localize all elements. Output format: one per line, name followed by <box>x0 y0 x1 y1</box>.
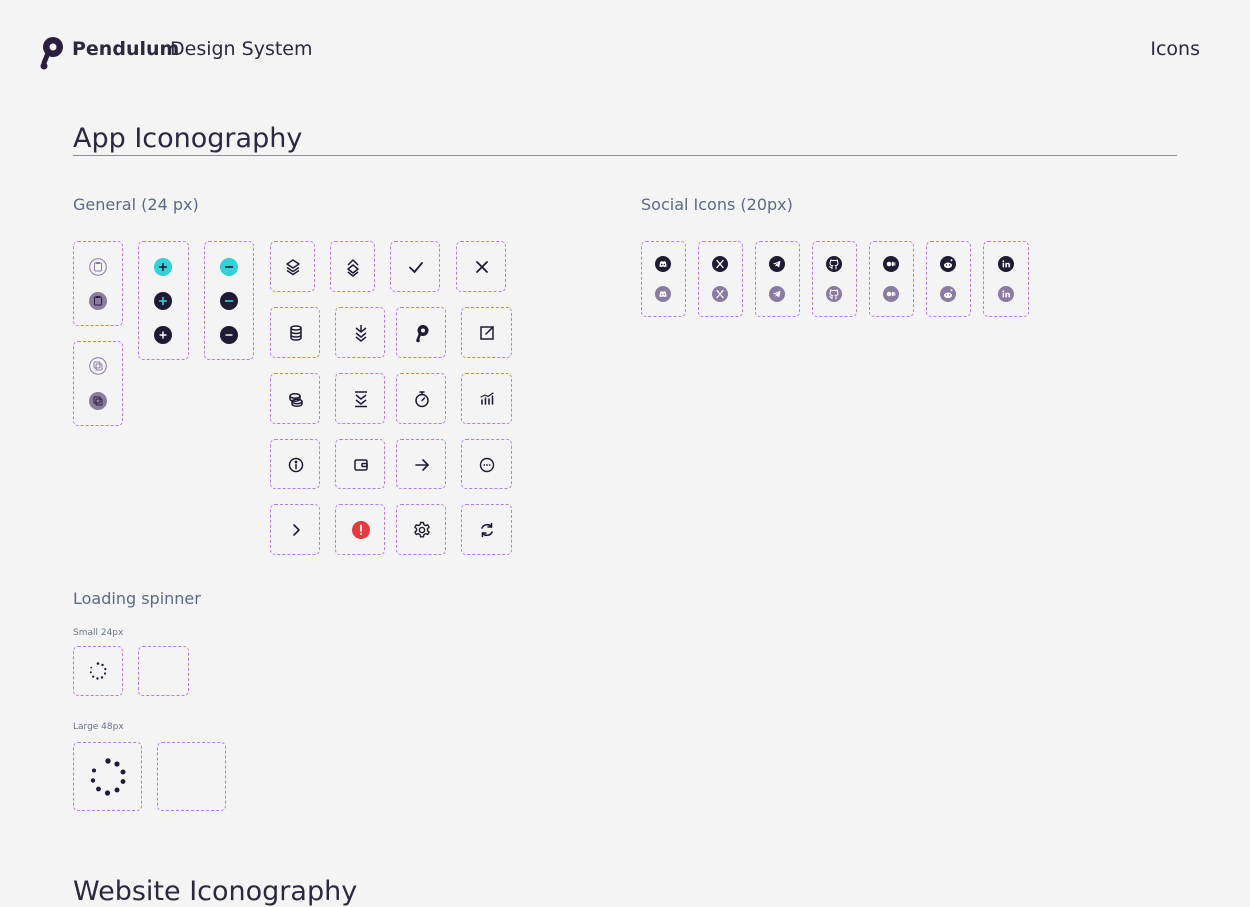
section-title-website-iconography: Website Iconography <box>73 876 358 907</box>
section-title-app-iconography: App Iconography <box>73 123 303 154</box>
more-horizontal-icon-box <box>461 439 512 489</box>
layers-down-icon-box <box>335 307 385 358</box>
layers-up-icon <box>343 257 363 277</box>
database-icon-box <box>270 307 320 358</box>
telegram-icon <box>769 256 785 272</box>
arrow-right-icon <box>412 455 432 475</box>
check-icon-box <box>390 241 440 292</box>
pendulum-logo-icon <box>412 323 432 343</box>
coins-icon <box>286 389 306 409</box>
medium-icon <box>883 256 899 272</box>
brand-subtitle: Design System <box>170 38 313 60</box>
nav-link-icons[interactable]: Icons <box>1150 38 1200 60</box>
medium-muted-icon <box>883 286 899 302</box>
refresh-icon-box <box>461 504 512 555</box>
copy-variants-group <box>73 341 123 426</box>
linkedin-muted-icon <box>998 286 1014 302</box>
external-link-icon-box <box>461 307 512 358</box>
layers-down-icon <box>351 323 371 343</box>
copy-filled-icon <box>89 392 107 410</box>
refresh-icon <box>477 520 497 540</box>
general-icons-heading: General (24 px) <box>73 195 199 214</box>
chart-bars-icon-box <box>461 373 512 424</box>
database-icon <box>286 323 306 343</box>
reddit-muted-icon <box>940 286 956 302</box>
spinner-large-icon <box>88 757 128 797</box>
info-icon-box <box>270 439 320 489</box>
clipboard-variants-group <box>73 241 123 326</box>
discord-muted-icon <box>655 286 671 302</box>
minus-circle-dark-icon <box>220 292 238 310</box>
plus-circle-dark-icon <box>154 292 172 310</box>
coins-icon-box <box>270 373 320 424</box>
telegram-muted-icon <box>769 286 785 302</box>
alert-icon <box>351 520 371 540</box>
layers-collapse-icon-box <box>335 373 385 424</box>
loading-spinner-heading: Loading spinner <box>73 589 201 608</box>
pendulum-logo-icon <box>40 37 63 70</box>
layers-icon <box>283 257 303 277</box>
more-horizontal-icon <box>477 455 497 475</box>
x-twitter-icon-group <box>698 241 743 317</box>
minus-variants-group <box>204 241 254 360</box>
spinner-small-empty-box <box>138 646 189 696</box>
plus-circle-dark-alt-icon <box>154 326 172 344</box>
minus-circle-cyan-icon <box>220 258 238 276</box>
brand-name: Pendulum <box>72 38 180 60</box>
x-twitter-icon <box>712 256 728 272</box>
minus-circle-dark-alt-icon <box>220 326 238 344</box>
timer-icon <box>412 389 432 409</box>
reddit-icon <box>940 256 956 272</box>
github-icon-group <box>812 241 857 317</box>
reddit-icon-group <box>926 241 971 317</box>
spinner-large-label: Large 48px <box>73 722 124 732</box>
close-icon-box <box>456 241 506 292</box>
layers-up-icon-box <box>330 241 375 292</box>
spinner-large-empty-box <box>157 742 226 811</box>
section-divider <box>73 155 1177 156</box>
spinner-large-box <box>73 742 142 811</box>
info-icon <box>286 455 306 475</box>
timer-icon-box <box>396 373 446 424</box>
chevron-right-icon <box>286 520 306 540</box>
close-icon <box>472 257 492 277</box>
external-link-icon <box>477 323 497 343</box>
clipboard-icon <box>89 258 107 276</box>
telegram-icon-group <box>755 241 800 317</box>
plus-variants-group <box>138 241 189 360</box>
plus-circle-cyan-icon <box>154 258 172 276</box>
alert-icon-box <box>335 504 385 555</box>
medium-icon-group <box>869 241 914 317</box>
spinner-small-label: Small 24px <box>73 628 124 638</box>
discord-icon-group <box>641 241 686 317</box>
x-twitter-muted-icon <box>712 286 728 302</box>
spinner-small-box <box>73 646 123 696</box>
wallet-icon-box <box>335 439 385 489</box>
arrow-right-icon-box <box>396 439 446 489</box>
clipboard-filled-icon <box>89 292 107 310</box>
wallet-icon <box>351 455 371 475</box>
layers-icon-box <box>270 241 315 292</box>
pendulum-logo[interactable] <box>40 36 66 70</box>
pendulum-logo-icon-box <box>396 307 446 358</box>
github-icon <box>826 256 842 272</box>
github-muted-icon <box>826 286 842 302</box>
settings-gear-icon-box <box>396 504 446 555</box>
chart-bars-icon <box>477 389 497 409</box>
settings-gear-icon <box>412 520 432 540</box>
layers-collapse-icon <box>351 389 371 409</box>
discord-icon <box>655 256 671 272</box>
social-icons-heading: Social Icons (20px) <box>641 195 793 214</box>
copy-icon <box>89 357 107 375</box>
linkedin-icon <box>998 256 1014 272</box>
chevron-right-icon-box <box>270 504 320 555</box>
check-icon <box>406 257 426 277</box>
spinner-small-icon <box>88 661 108 681</box>
linkedin-icon-group <box>983 241 1029 317</box>
